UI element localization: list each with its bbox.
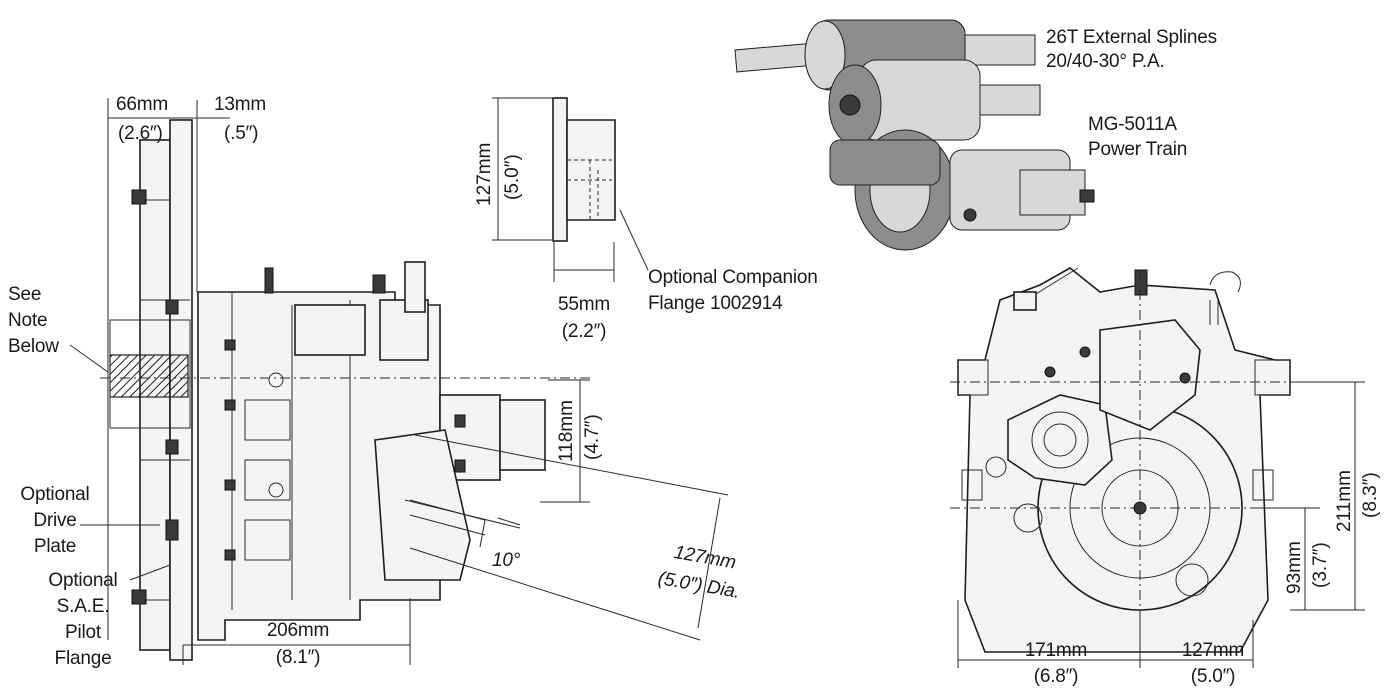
pilot-flange-line2: S.A.E. xyxy=(56,596,110,617)
dim-171mm-inches: (6.8″) xyxy=(1033,666,1079,687)
drive-plate-line1: Optional xyxy=(20,484,90,505)
dim-93mm-inches: (3.7″) xyxy=(1310,542,1331,588)
companion-flange-line2: Flange 1002914 xyxy=(648,293,783,314)
dim-13mm-inches: (.5″) xyxy=(224,123,259,144)
dim-206mm-inches: (8.1″) xyxy=(275,647,321,668)
companion-flange-line1: Optional Companion xyxy=(648,267,818,288)
side-view-dimensions xyxy=(69,98,590,665)
dim-127mm-right: 127mm xyxy=(1181,640,1245,661)
splines-line2: 20/40-30° P.A. xyxy=(1046,51,1165,72)
front-view-dimensions xyxy=(957,381,1365,668)
drive-plate-line2: Drive xyxy=(33,510,77,531)
dim-66mm: 66mm xyxy=(116,94,168,115)
dim-206mm: 206mm xyxy=(266,620,330,641)
side-view-drawing xyxy=(100,119,729,661)
see-note-line1: See xyxy=(8,284,42,305)
dim-127mm-right-inches: (5.0″) xyxy=(1190,666,1236,687)
flange-dim-127mm-inches: (5.0″) xyxy=(502,154,523,200)
dim-211mm: 211mm xyxy=(1334,470,1355,532)
dim-118mm: 118mm xyxy=(556,400,577,462)
model-name: MG-5011A xyxy=(1088,114,1177,135)
see-note-line3: Below xyxy=(8,336,59,357)
dim-118mm-inches: (4.7″) xyxy=(582,414,603,460)
pilot-flange-line3: Pilot xyxy=(65,622,101,643)
dim-211mm-inches: (8.3″) xyxy=(1360,472,1381,518)
flange-dim-127mm: 127mm xyxy=(474,142,495,206)
dim-171mm: 171mm xyxy=(1024,640,1088,661)
angle-10-deg: 10° xyxy=(492,550,521,571)
splines-line1: 26T External Splines xyxy=(1046,27,1217,48)
flange-dim-55mm-inches: (2.2″) xyxy=(561,321,607,342)
see-note-line2: Note xyxy=(8,310,48,331)
front-view-drawing xyxy=(950,267,1362,653)
pilot-flange-line1: Optional xyxy=(48,570,118,591)
model-subtitle: Power Train xyxy=(1088,139,1188,160)
dim-13mm: 13mm xyxy=(214,94,266,115)
dim-66mm-inches: (2.6″) xyxy=(118,123,163,144)
companion-flange-drawing xyxy=(492,97,649,282)
flange-dim-55mm: 55mm xyxy=(558,294,610,315)
pilot-flange-line4: Flange xyxy=(54,648,112,669)
dim-93mm: 93mm xyxy=(1284,541,1305,594)
drive-plate-line3: Plate xyxy=(33,536,77,557)
power-train-illustration xyxy=(734,19,1095,251)
